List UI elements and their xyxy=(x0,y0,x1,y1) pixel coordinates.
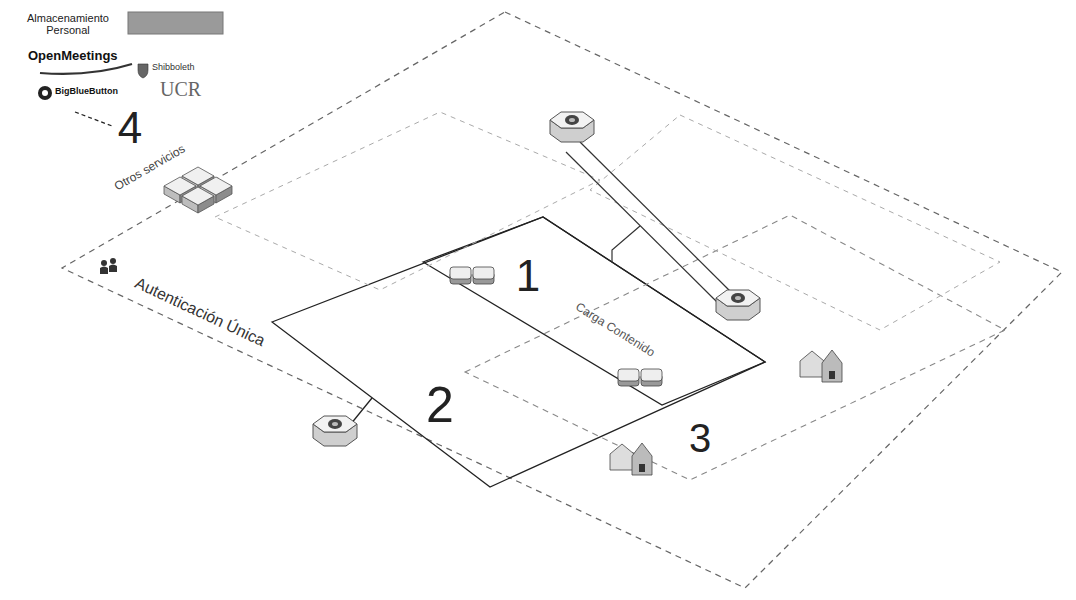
server-icon xyxy=(450,267,494,284)
zone-border xyxy=(62,12,1062,588)
zone-border xyxy=(272,217,765,487)
callout-number: 3 xyxy=(689,416,711,460)
dashed-zone xyxy=(215,112,600,290)
content-zone: 1Carga Contenido xyxy=(423,217,765,405)
person-icon xyxy=(100,260,108,274)
logo-text: BigBlueButton xyxy=(55,87,118,97)
building-icon xyxy=(610,443,652,475)
callout-number: 1 xyxy=(516,252,540,300)
zone-label: Carga Contenido xyxy=(573,300,657,359)
logo-text: UCR xyxy=(160,78,201,100)
logo-circle xyxy=(42,90,48,96)
logo-circle xyxy=(38,86,52,100)
zone-outline xyxy=(62,12,1062,588)
zone-title: Autenticación Única xyxy=(132,274,268,350)
logo-text: OpenMeetings xyxy=(28,49,118,63)
person-icon xyxy=(109,258,117,272)
hex-icon xyxy=(550,112,594,142)
auth-zone: Autenticación Única21Carga Contenido3 xyxy=(62,12,1062,588)
hex-icon xyxy=(716,290,760,320)
hex-icon xyxy=(313,416,357,446)
server-icon xyxy=(618,369,662,386)
resource-zone: 3 xyxy=(465,215,1005,480)
logo-swoosh xyxy=(40,64,132,74)
zone-outline xyxy=(465,215,1005,480)
leader-line xyxy=(75,112,112,126)
shield-icon xyxy=(138,64,148,78)
logo-text: Shibboleth xyxy=(152,63,195,73)
callout-number: 4 xyxy=(118,104,142,152)
building-icon xyxy=(800,350,842,382)
logo-box xyxy=(128,12,223,34)
link-line xyxy=(580,142,735,296)
callout-number: 2 xyxy=(426,378,454,433)
branch-line xyxy=(612,226,640,262)
cube-icon xyxy=(182,187,214,213)
logo-text: Almacenamiento Personal xyxy=(18,12,118,36)
zone-border xyxy=(465,215,1005,480)
